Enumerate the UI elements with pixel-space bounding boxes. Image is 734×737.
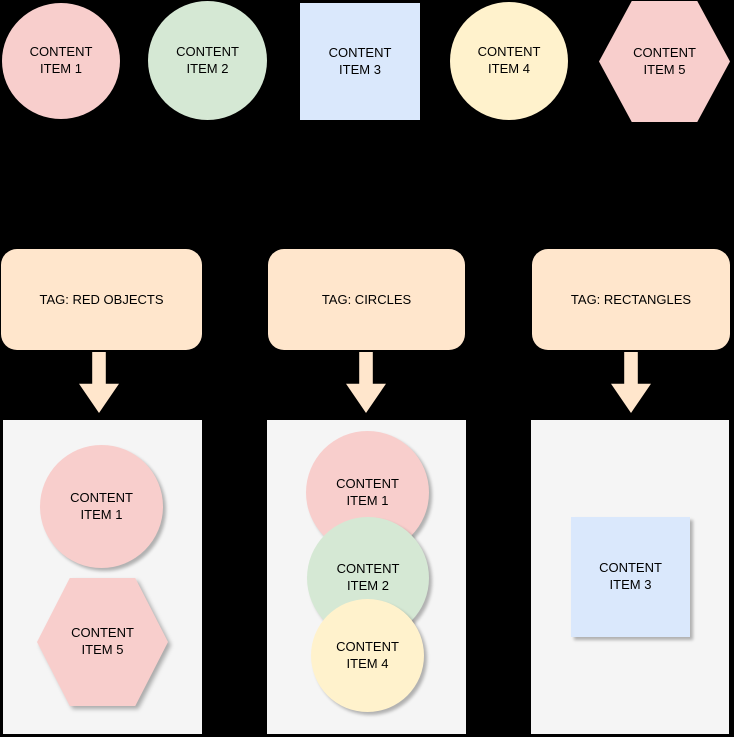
group-rectangles-item-3-square: CONTENT ITEM 3 (571, 517, 690, 637)
top-content-item-5-label: CONTENT ITEM 5 (599, 1, 730, 122)
down-arrow-icon-circles (346, 352, 386, 413)
group-red-objects-item-5-hexagon: CONTENT ITEM 5 (37, 578, 168, 706)
down-arrow-icon-red-objects (79, 352, 119, 413)
group-container-circles: CONTENT ITEM 1 CONTENT ITEM 2 CONTENT IT… (267, 420, 466, 734)
top-content-item-2-circle: CONTENT ITEM 2 (148, 1, 267, 120)
group-red-objects-item-5-label: CONTENT ITEM 5 (37, 578, 168, 706)
top-content-item-5-hexagon: CONTENT ITEM 5 (599, 1, 730, 122)
top-content-item-1-circle: CONTENT ITEM 1 (2, 3, 120, 119)
top-content-item-4-circle: CONTENT ITEM 4 (450, 2, 568, 120)
group-red-objects-item-1-circle: CONTENT ITEM 1 (40, 445, 163, 568)
top-content-item-3-square: CONTENT ITEM 3 (300, 3, 420, 120)
group-container-rectangles: CONTENT ITEM 3 (531, 420, 729, 734)
down-arrow-icon-rectangles (611, 352, 651, 413)
tag-red-objects: TAG: RED OBJECTS (1, 249, 202, 350)
group-container-red-objects: CONTENT ITEM 1 CONTENT ITEM 5 (3, 420, 202, 734)
tag-rectangles: TAG: RECTANGLES (532, 249, 730, 350)
tag-circles: TAG: CIRCLES (268, 249, 465, 350)
group-circles-item-4-circle: CONTENT ITEM 4 (311, 599, 424, 712)
